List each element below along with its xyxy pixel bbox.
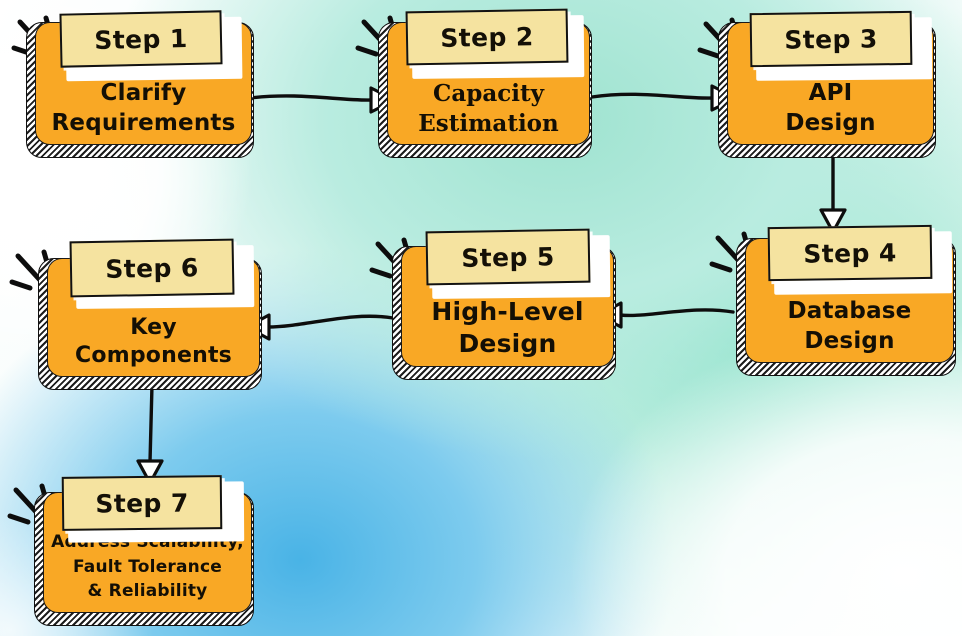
step-label-3[interactable]: Step 3 xyxy=(749,10,913,68)
step-label-text-6: Step 6 xyxy=(105,252,199,284)
step-label-text-7: Step 7 xyxy=(95,488,189,518)
step-label-2[interactable]: Step 2 xyxy=(405,8,569,66)
step-text-3: API Design xyxy=(785,80,876,136)
step-label-4[interactable]: Step 4 xyxy=(767,224,933,282)
step-label-text-4: Step 4 xyxy=(803,237,897,269)
arrow-1-2-line xyxy=(248,94,374,102)
arrow-6-7-head xyxy=(136,459,164,485)
arrow-2-3-line xyxy=(590,92,715,100)
arrow-5-6-line xyxy=(266,314,395,329)
step-text-5: High-Level Design xyxy=(431,297,584,358)
arrow-3-4-head xyxy=(819,208,847,234)
step-label-6[interactable]: Step 6 xyxy=(69,238,235,298)
arrow-4-5-line xyxy=(618,308,735,318)
step-text-2: Capacity Estimation xyxy=(418,80,559,137)
step-label-text-5: Step 5 xyxy=(461,241,555,273)
arrow-6-7-line xyxy=(148,383,154,464)
step-card-1[interactable]: Clarify Requirements xyxy=(26,22,254,158)
step-label-text-3: Step 3 xyxy=(784,23,878,55)
step-label-text-2: Step 2 xyxy=(440,21,534,53)
step-label-1[interactable]: Step 1 xyxy=(59,10,223,68)
step-text-4: Database Design xyxy=(787,298,912,354)
step-label-7[interactable]: Step 7 xyxy=(61,475,223,531)
step-label-text-1: Step 1 xyxy=(94,23,188,55)
card-body-1: Clarify Requirements xyxy=(35,22,252,145)
step-text-1: Clarify Requirements xyxy=(51,80,236,136)
step-label-5[interactable]: Step 5 xyxy=(425,228,591,286)
